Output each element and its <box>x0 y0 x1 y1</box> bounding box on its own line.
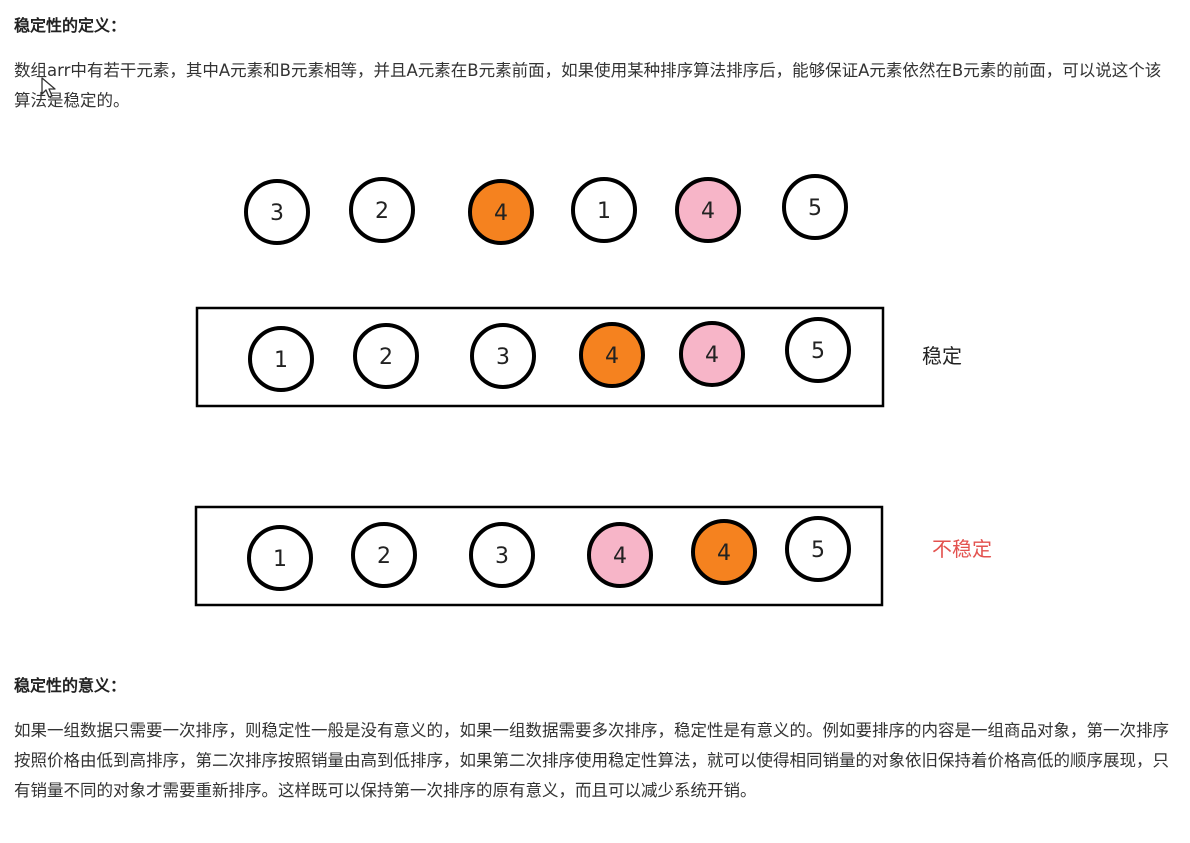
original-element-3: 4 <box>468 179 534 245</box>
stable-element-1: 1 <box>248 326 314 392</box>
element-circle <box>248 326 314 392</box>
stable-element-3: 3 <box>470 323 536 389</box>
element-value: 4 <box>717 541 731 566</box>
element-value: 4 <box>494 201 508 226</box>
element-circle <box>691 519 757 585</box>
element-circle <box>247 525 313 591</box>
unstable-label: 不稳定 <box>932 537 992 561</box>
element-value: 4 <box>613 544 627 569</box>
element-circle <box>351 522 417 588</box>
element-circle <box>587 522 653 588</box>
element-value: 2 <box>377 544 391 569</box>
original-element-4: 1 <box>571 177 637 243</box>
element-value: 5 <box>808 196 822 221</box>
definition-paragraph: 数组arr中有若干元素，其中A元素和B元素相等，并且A元素在B元素前面，如果使用… <box>14 61 1162 110</box>
meaning-paragraph: 如果一组数据只需要一次排序，则稳定性一般是没有意义的，如果一组数据需要多次排序，… <box>14 721 1169 800</box>
stable-element-2: 2 <box>353 323 419 389</box>
unstable-element-3: 3 <box>469 522 535 588</box>
element-circle <box>785 516 851 582</box>
element-circle <box>679 321 745 387</box>
element-circle <box>579 322 645 388</box>
original-element-5: 4 <box>675 177 741 243</box>
unstable-element-6: 5 <box>785 516 851 582</box>
unstable-element-2: 2 <box>351 522 417 588</box>
original-element-2: 2 <box>349 177 415 243</box>
stable-label: 稳定 <box>922 344 962 368</box>
element-value: 3 <box>495 544 509 569</box>
definition-heading: 稳定性的定义： <box>14 16 127 35</box>
element-value: 2 <box>375 199 389 224</box>
mouse-cursor-icon <box>41 77 56 98</box>
element-value: 3 <box>270 201 284 226</box>
unstable-element-4: 4 <box>587 522 653 588</box>
unstable-row-box <box>194 505 884 607</box>
stable-element-6: 5 <box>785 317 851 383</box>
element-value: 4 <box>605 344 619 369</box>
unstable-element-5: 4 <box>691 519 757 585</box>
original-element-1: 3 <box>244 179 310 245</box>
stable-element-5: 4 <box>679 321 745 387</box>
stable-element-4: 4 <box>579 322 645 388</box>
element-circle <box>470 323 536 389</box>
element-circle <box>782 174 848 240</box>
element-value: 4 <box>705 343 719 368</box>
element-circle <box>675 177 741 243</box>
stable-row-box <box>195 306 885 408</box>
original-element-6: 5 <box>782 174 848 240</box>
element-value: 5 <box>811 339 825 364</box>
element-circle <box>785 317 851 383</box>
element-value: 4 <box>701 199 715 224</box>
element-value: 5 <box>811 538 825 563</box>
element-circle <box>468 179 534 245</box>
element-circle <box>571 177 637 243</box>
element-circle <box>469 522 535 588</box>
element-value: 2 <box>379 345 393 370</box>
element-circle <box>244 179 310 245</box>
unstable-element-1: 1 <box>247 525 313 591</box>
element-circle <box>349 177 415 243</box>
element-value: 1 <box>273 547 287 572</box>
element-value: 1 <box>597 199 611 224</box>
element-value: 1 <box>274 348 288 373</box>
meaning-heading: 稳定性的意义： <box>14 676 127 695</box>
element-circle <box>353 323 419 389</box>
element-value: 3 <box>496 345 510 370</box>
